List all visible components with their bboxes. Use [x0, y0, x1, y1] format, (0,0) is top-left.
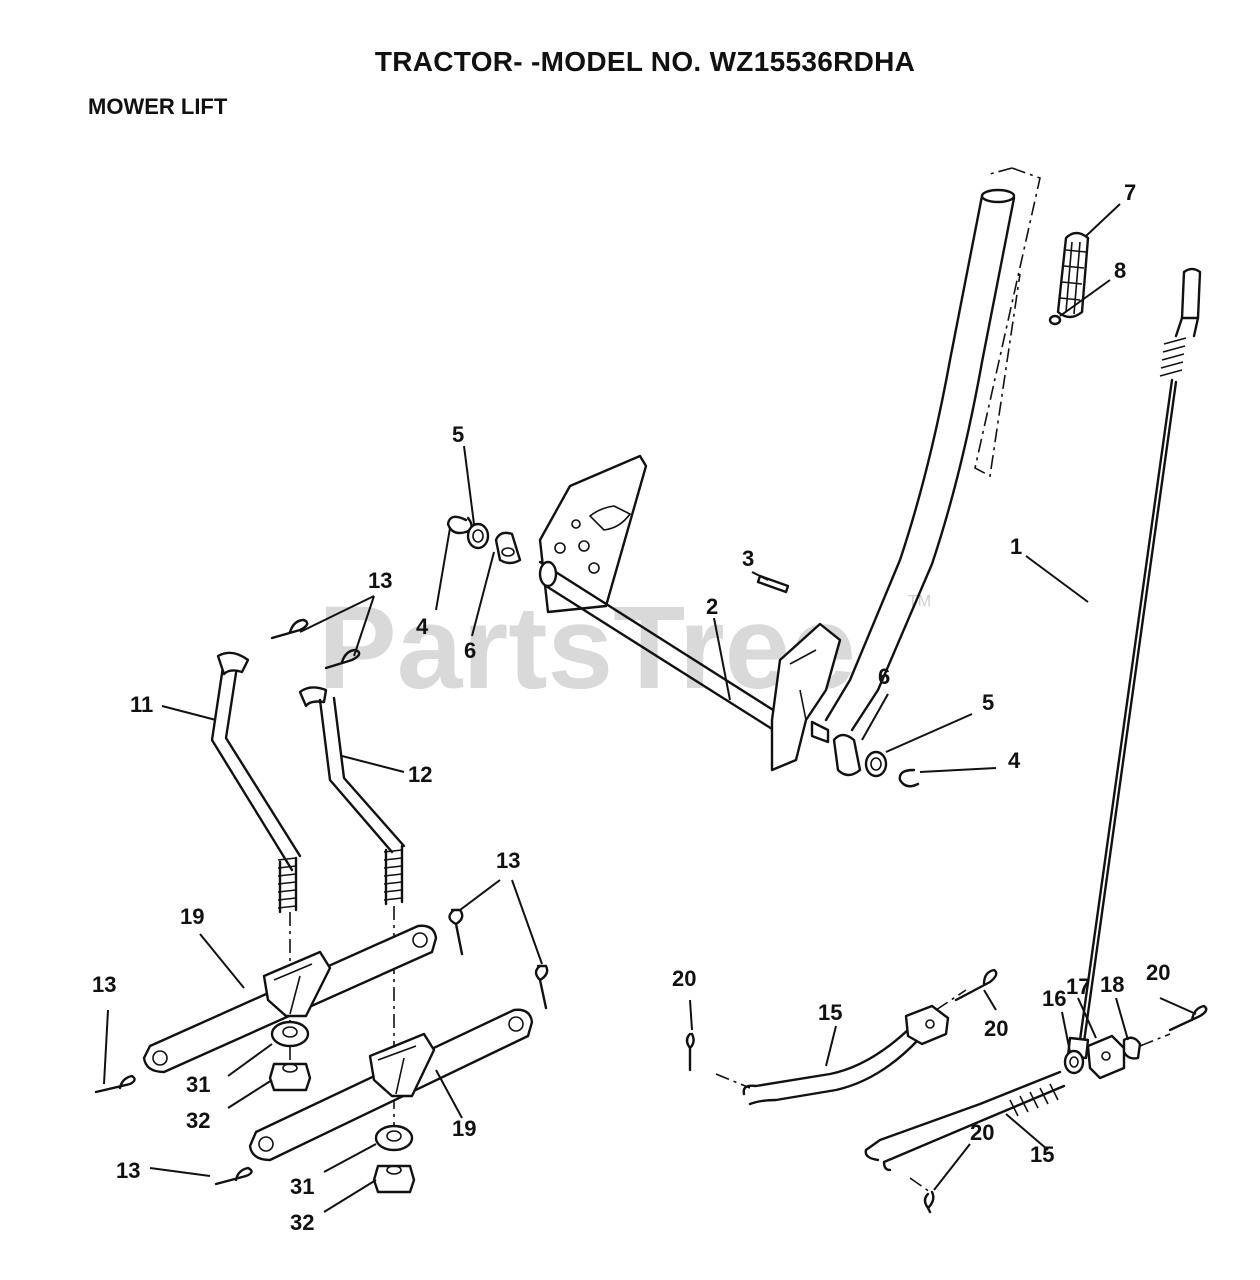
deck-link-upper — [715, 989, 967, 1106]
callout-5-left: 5 — [452, 422, 464, 447]
lift-link-rod — [1066, 267, 1202, 1060]
lift-arm-upper — [142, 924, 438, 1074]
washer-nut-right — [372, 1124, 416, 1194]
callout-20-right: 20 — [1146, 960, 1170, 985]
page-title: TRACTOR- -MODEL NO. WZ15536RDHA — [374, 46, 916, 77]
callout-20-left: 20 — [672, 966, 696, 991]
callout-13-upper: 13 — [368, 568, 392, 593]
callout-15-upper: 15 — [818, 1000, 842, 1025]
callout-17: 17 — [1066, 974, 1090, 999]
washer-nut-left — [268, 1020, 312, 1092]
callout-4-left: 4 — [416, 614, 429, 639]
callout-31-left: 31 — [186, 1072, 210, 1097]
callout-7: 7 — [1124, 180, 1136, 205]
callout-15-lower: 15 — [1030, 1142, 1054, 1167]
callout-3: 3 — [742, 546, 754, 571]
lift-handle — [824, 188, 1016, 732]
callout-13-right: 13 — [496, 848, 520, 873]
callout-1: 1 — [1010, 534, 1022, 559]
callout-8: 8 — [1114, 258, 1126, 283]
leader-lines — [103, 203, 1197, 1213]
callout-19-upper: 19 — [180, 904, 204, 929]
hairpin-clips-lower — [94, 908, 549, 1186]
callout-18: 18 — [1100, 972, 1124, 997]
lift-handle-extension-outline — [974, 167, 1041, 478]
lift-rod-12 — [298, 686, 406, 906]
callout-31-right: 31 — [290, 1174, 314, 1199]
roll-pin — [756, 574, 790, 594]
trunnion-adjuster — [1063, 1033, 1171, 1080]
callout-20-mid: 20 — [984, 1016, 1008, 1041]
callout-6-right: 6 — [878, 664, 890, 689]
right-bushing-hardware — [832, 733, 920, 788]
callout-32-left: 32 — [186, 1108, 210, 1133]
callout-13-left: 13 — [92, 972, 116, 997]
callout-4-right: 4 — [1008, 748, 1021, 773]
callout-labels: 1 2 3 4 4 5 5 6 6 7 8 11 12 13 13 13 13 … — [92, 180, 1170, 1235]
callout-20-bottom: 20 — [970, 1120, 994, 1145]
callout-11: 11 — [130, 692, 153, 717]
section-title: MOWER LIFT — [88, 94, 228, 119]
callout-19-lower: 19 — [452, 1116, 476, 1141]
lift-shaft — [538, 454, 842, 772]
callout-6-left: 6 — [464, 638, 476, 663]
deck-link-lower — [864, 1070, 1066, 1172]
callout-16: 16 — [1042, 986, 1066, 1011]
callout-12: 12 — [408, 762, 432, 787]
lift-arm-lower — [248, 1008, 534, 1162]
handle-grip — [1048, 231, 1090, 326]
left-bushing-hardware — [446, 515, 522, 565]
callout-32-right: 32 — [290, 1210, 314, 1235]
callout-5-right: 5 — [982, 690, 994, 715]
lift-rod-11 — [210, 651, 302, 914]
callout-2: 2 — [706, 594, 718, 619]
callout-13-bottom: 13 — [116, 1158, 140, 1183]
hairpin-clips-20 — [685, 968, 1208, 1214]
